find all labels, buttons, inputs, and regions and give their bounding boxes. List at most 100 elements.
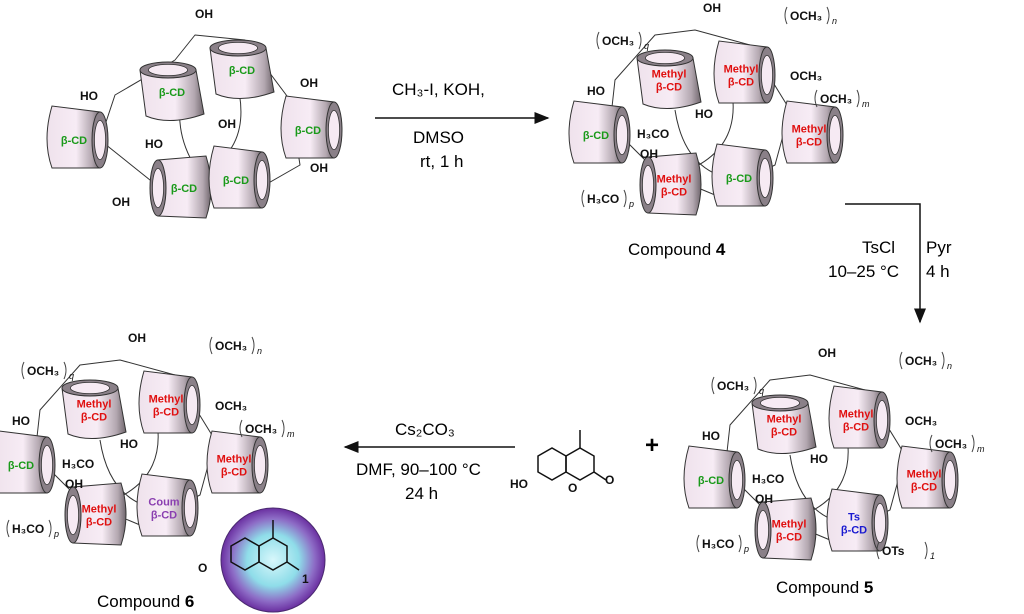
cd-unit-label: Methyl: [767, 414, 802, 426]
cd-unit: β-CD: [46, 105, 109, 169]
reagent-ho-label: HO: [510, 477, 528, 491]
coumarin-reagent: [537, 430, 607, 481]
reaction-3-below-1: DMF, 90–100 °C: [356, 460, 481, 479]
h3co-label: H₃CO: [62, 457, 94, 471]
benzopyranone-ring: [537, 447, 567, 481]
ho-label: HO: [587, 84, 605, 98]
bracket-group-text: H₃CO: [587, 192, 619, 206]
cyclodextrin-cone: [208, 145, 263, 209]
compound-4-caption: Compound 4: [628, 240, 725, 260]
cyclodextrin-cone: [568, 100, 623, 164]
cyclodextrin-cone: [762, 497, 817, 561]
cd-unit-label: Coum: [148, 497, 179, 509]
cone-cavity: [645, 52, 686, 65]
reaction-2-right-1: Pyr: [926, 238, 952, 257]
bracket-subscript: p: [628, 199, 634, 209]
cd-unit: β-CD: [568, 100, 631, 164]
cd-unit-label: Methyl: [657, 174, 692, 186]
cd-unit-label: Methyl: [792, 124, 827, 136]
cone-cavity: [255, 159, 268, 200]
cyclodextrin-cone: [781, 100, 836, 164]
cone-cavity: [761, 55, 774, 96]
cd-unit-label: β-CD: [81, 412, 107, 424]
compound-6: β-CDMethylβ-CDMethylβ-CDMethylβ-CDCoumβ-…: [0, 331, 326, 613]
cyclodextrin-cone: [896, 445, 951, 509]
cd-unit-label: β-CD: [221, 467, 247, 479]
cone-cavity: [41, 444, 54, 485]
cone-cavity: [151, 167, 164, 208]
cone-cavity: [147, 64, 188, 77]
cd-unit: β-CD: [0, 430, 56, 494]
oh-label: OH: [218, 117, 236, 131]
cd-unit-label: β-CD: [771, 427, 797, 439]
bracket-group-text: OCH₃: [717, 379, 749, 393]
cd-unit-label: β-CD: [661, 187, 687, 199]
cd-unit-label: Methyl: [839, 409, 874, 421]
compound-5-number: 5: [863, 578, 874, 597]
cd-unit-label: Methyl: [907, 469, 942, 481]
bracket-subscript: q: [69, 371, 74, 381]
reaction-1-above: CH₃-I, KOH,: [392, 80, 485, 99]
cd-unit-label: Methyl: [149, 394, 184, 406]
reaction-3-below-2: 24 h: [405, 484, 439, 503]
cd-unit-label: β-CD: [295, 125, 321, 137]
cone-cavity: [616, 115, 629, 156]
cone-cavity: [70, 381, 111, 394]
bracket-group-text: H₃CO: [702, 537, 734, 551]
coumarin-substituent: [220, 507, 326, 613]
reaction-1-below-2: rt, 1 h: [420, 152, 464, 171]
cone-cavity: [94, 120, 107, 161]
cyclodextrin-cone: [139, 69, 205, 121]
bracket-group-text: OCH₃: [935, 437, 967, 451]
cyclodextrin-cone: [46, 105, 101, 169]
compound-6-caption-prefix: Compound: [97, 592, 185, 611]
bracket-subscript: n: [947, 361, 952, 371]
ho-label: HO: [702, 429, 720, 443]
reaction-2-left-2: 10–25 °C: [828, 262, 900, 281]
ether-o-label: O: [198, 561, 207, 575]
bracket-group-text: OCH₃: [820, 92, 852, 106]
compound-6-number: 6: [184, 592, 195, 611]
bracket-subscript: q: [759, 386, 764, 396]
cd-unit-label: Ts: [848, 512, 860, 524]
reaction-1-below-1: DMSO: [413, 128, 464, 147]
cone-cavity: [760, 396, 801, 409]
cone-cavity: [944, 459, 957, 500]
cone-cavity: [217, 42, 258, 55]
cyclodextrin-cone: [826, 488, 881, 552]
bracket-group-text: OCH₃: [215, 339, 247, 353]
bracket-group-text: OTs: [882, 544, 905, 558]
cd-unit: Tsβ-CD: [826, 488, 889, 552]
cone-cavity: [759, 157, 772, 198]
reaction-2-right-2: 4 h: [926, 262, 950, 281]
oh-label: OH: [703, 1, 721, 15]
cone-cavity: [253, 444, 266, 485]
cyclodextrin-cone: [711, 143, 766, 207]
oh-label: OH: [640, 147, 658, 161]
compound-4-number: 4: [715, 240, 726, 259]
cd-unit-label: β-CD: [698, 475, 724, 487]
reaction-2-left-1: TsCl: [862, 238, 896, 257]
bracket-subscript: p: [53, 529, 59, 539]
reagent-ring-o-label: O: [568, 481, 577, 495]
och3-label: OCH₃: [790, 69, 822, 83]
cd-unit-label: β-CD: [223, 175, 249, 187]
cyclodextrin-cone: [751, 402, 817, 454]
ho-label: HO: [695, 107, 713, 121]
cd-unit: β-CD: [209, 39, 275, 99]
cd-unit-label: β-CD: [86, 517, 112, 529]
bracket-group-text: H₃CO: [12, 522, 44, 536]
